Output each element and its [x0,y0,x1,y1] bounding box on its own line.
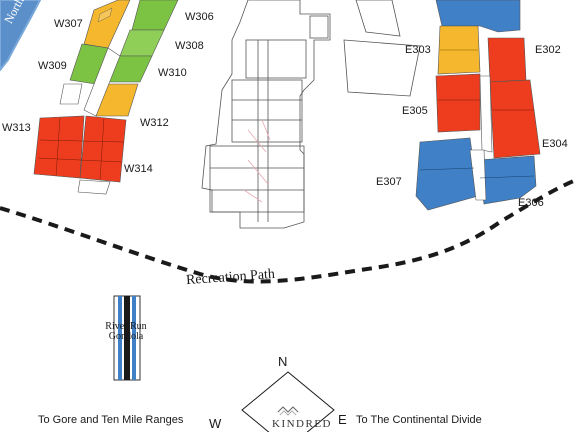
unit-label-w306[interactable]: W306 [185,11,214,23]
unit-label-w310[interactable]: W310 [158,67,187,79]
direction-west-label: To Gore and Ten Mile Ranges [38,414,184,426]
compass-east: E [338,412,347,427]
unit-block-e305 [435,73,481,133]
unit-block-w313 [33,115,85,179]
gondola-label-line2: Gondola [108,331,144,342]
unit-label-w307[interactable]: W307 [54,18,83,30]
center-building [201,0,421,229]
gondola-label: River Run Gondola [98,322,154,342]
unit-block-w314 [79,115,127,183]
unit-label-w314[interactable]: W314 [124,163,153,175]
unit-block-w308 [119,29,165,57]
unit-label-e306[interactable]: E306 [518,197,544,209]
recreation-path [0,178,576,284]
unit-label-e307[interactable]: E307 [376,176,402,188]
unit-label-e303[interactable]: E303 [405,44,431,56]
kindred-logo-text: KINDRED [272,418,332,430]
unit-label-e302[interactable]: E302 [535,44,561,56]
unit-block-w306 [131,0,179,31]
compass-west: W [209,416,222,431]
direction-east-label: To The Continental Divide [356,414,482,426]
unit-block-e302 [487,37,527,83]
unit-label-w313[interactable]: W313 [2,122,31,134]
river [0,0,42,72]
east-building [415,0,541,211]
gondola-label-line1: River Run [105,321,147,332]
unit-label-w312[interactable]: W312 [140,117,169,129]
compass-north: N [278,354,288,369]
unit-label-e304[interactable]: E304 [542,138,568,150]
gondola-structure [113,295,141,381]
west-building [33,0,179,195]
unit-label-w309[interactable]: W309 [38,60,67,72]
unit-label-e305[interactable]: E305 [402,105,428,117]
compass-rose [241,371,335,432]
logo-mark [277,406,299,413]
unit-block-w307 [83,0,131,49]
unit-block-e304 [489,79,541,159]
unit-label-w308[interactable]: W308 [175,40,204,52]
unit-block-e307 [415,137,479,211]
